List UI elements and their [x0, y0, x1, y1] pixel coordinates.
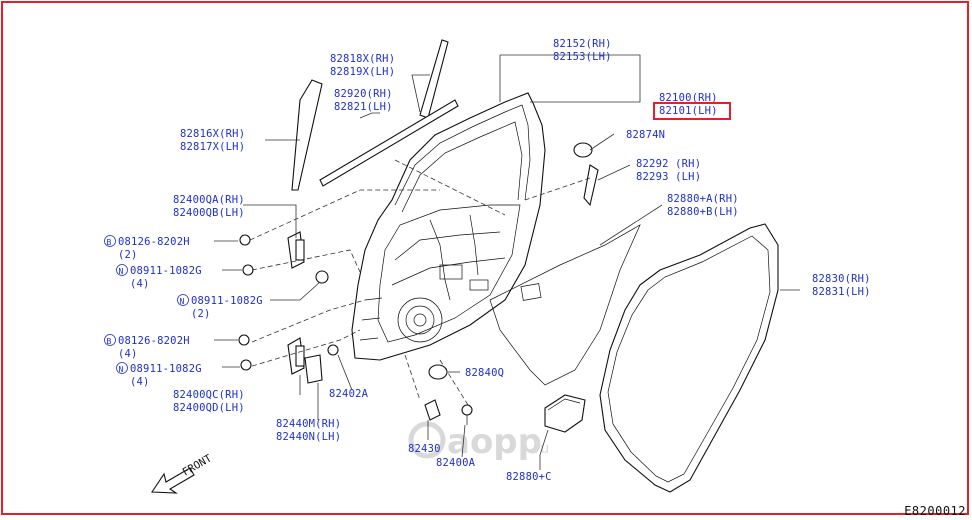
- nut-symbol: [116, 264, 128, 276]
- label-82400qd: 82400QD(LH): [173, 402, 245, 414]
- label-08126-8202h-2: 08126-8202H: [118, 335, 190, 347]
- bolt-symbol: [104, 235, 116, 247]
- nut-prefix: N: [119, 267, 124, 276]
- label-08126-8202h-1: 08126-8202H: [118, 236, 190, 248]
- label-qty-nut1: (4): [130, 278, 150, 290]
- bolt-prefix: B: [107, 337, 112, 346]
- label-qty-nut3: (4): [130, 376, 150, 388]
- label-82152: 82152(RH): [553, 38, 612, 50]
- label-82880a: 82880+A(RH): [667, 193, 739, 205]
- door-shell: [351, 92, 546, 361]
- label-82400qc: 82400QC(RH): [173, 389, 245, 401]
- label-82880c: 82880+C: [506, 471, 552, 483]
- label-82821: 82821(LH): [334, 101, 393, 113]
- label-qty-nut2: (2): [191, 308, 211, 320]
- label-82920: 82920(RH): [334, 88, 393, 100]
- label-82402a: 82402A: [329, 388, 369, 400]
- label-qty-bolt1: (2): [118, 249, 138, 261]
- nut-symbol: [177, 294, 189, 306]
- label-82818x: 82818X(RH): [330, 53, 395, 65]
- watermark-text: aopp: [447, 422, 542, 462]
- label-82831: 82831(LH): [812, 286, 871, 298]
- inner-sheet: [489, 224, 641, 386]
- label-82880b: 82880+B(LH): [667, 206, 739, 218]
- bolt-symbol: [104, 334, 116, 346]
- label-82840q: 82840Q: [465, 367, 504, 379]
- part-labels: 82818X(RH) 82819X(LH) 82920(RH) 82821(LH…: [104, 38, 871, 483]
- label-82153: 82153(LH): [553, 51, 612, 63]
- label-82874n: 82874N: [626, 129, 665, 141]
- nut-prefix: N: [119, 365, 124, 374]
- label-82400qb: 82400QB(LH): [173, 207, 245, 219]
- diagram-code: E8200012: [904, 504, 966, 518]
- leader-lines: [214, 54, 800, 470]
- front-arrow: FRONT: [150, 452, 215, 494]
- label-82293: 82293 (LH): [636, 171, 701, 183]
- label-82440m: 82440M(RH): [276, 418, 341, 430]
- bolt-prefix: B: [107, 238, 112, 247]
- nut-symbol: [116, 362, 128, 374]
- label-82400qa: 82400QA(RH): [173, 194, 245, 206]
- label-82440n: 82440N(LH): [276, 431, 341, 443]
- label-82400a: 82400A: [436, 457, 476, 469]
- label-08911-1082g-3: 08911-1082G: [130, 363, 202, 375]
- label-08911-1082g-1: 08911-1082G: [130, 265, 202, 277]
- label-qty-bolt2: (4): [118, 348, 138, 360]
- watermark: aopp .ru: [408, 421, 549, 462]
- hinges: [238, 231, 473, 425]
- label-82101: 82101(LH): [659, 105, 718, 117]
- label-82100: 82100(RH): [659, 92, 718, 104]
- label-82817x: 82817X(LH): [180, 141, 245, 153]
- label-82430: 82430: [408, 443, 441, 455]
- nut-prefix: N: [180, 297, 185, 306]
- front-label: FRONT: [181, 452, 215, 479]
- small-parts: [428, 142, 599, 433]
- highlight-82101: [653, 102, 731, 120]
- watermark-suffix: .ru: [530, 441, 549, 457]
- label-82830: 82830(RH): [812, 273, 871, 285]
- weatherstrip: [599, 223, 779, 493]
- label-82816x: 82816X(RH): [180, 128, 245, 140]
- label-08911-1082g-2: 08911-1082G: [191, 295, 263, 307]
- window-strips: [291, 39, 459, 191]
- label-82292: 82292 (RH): [636, 158, 701, 170]
- label-82819x: 82819X(LH): [330, 66, 395, 78]
